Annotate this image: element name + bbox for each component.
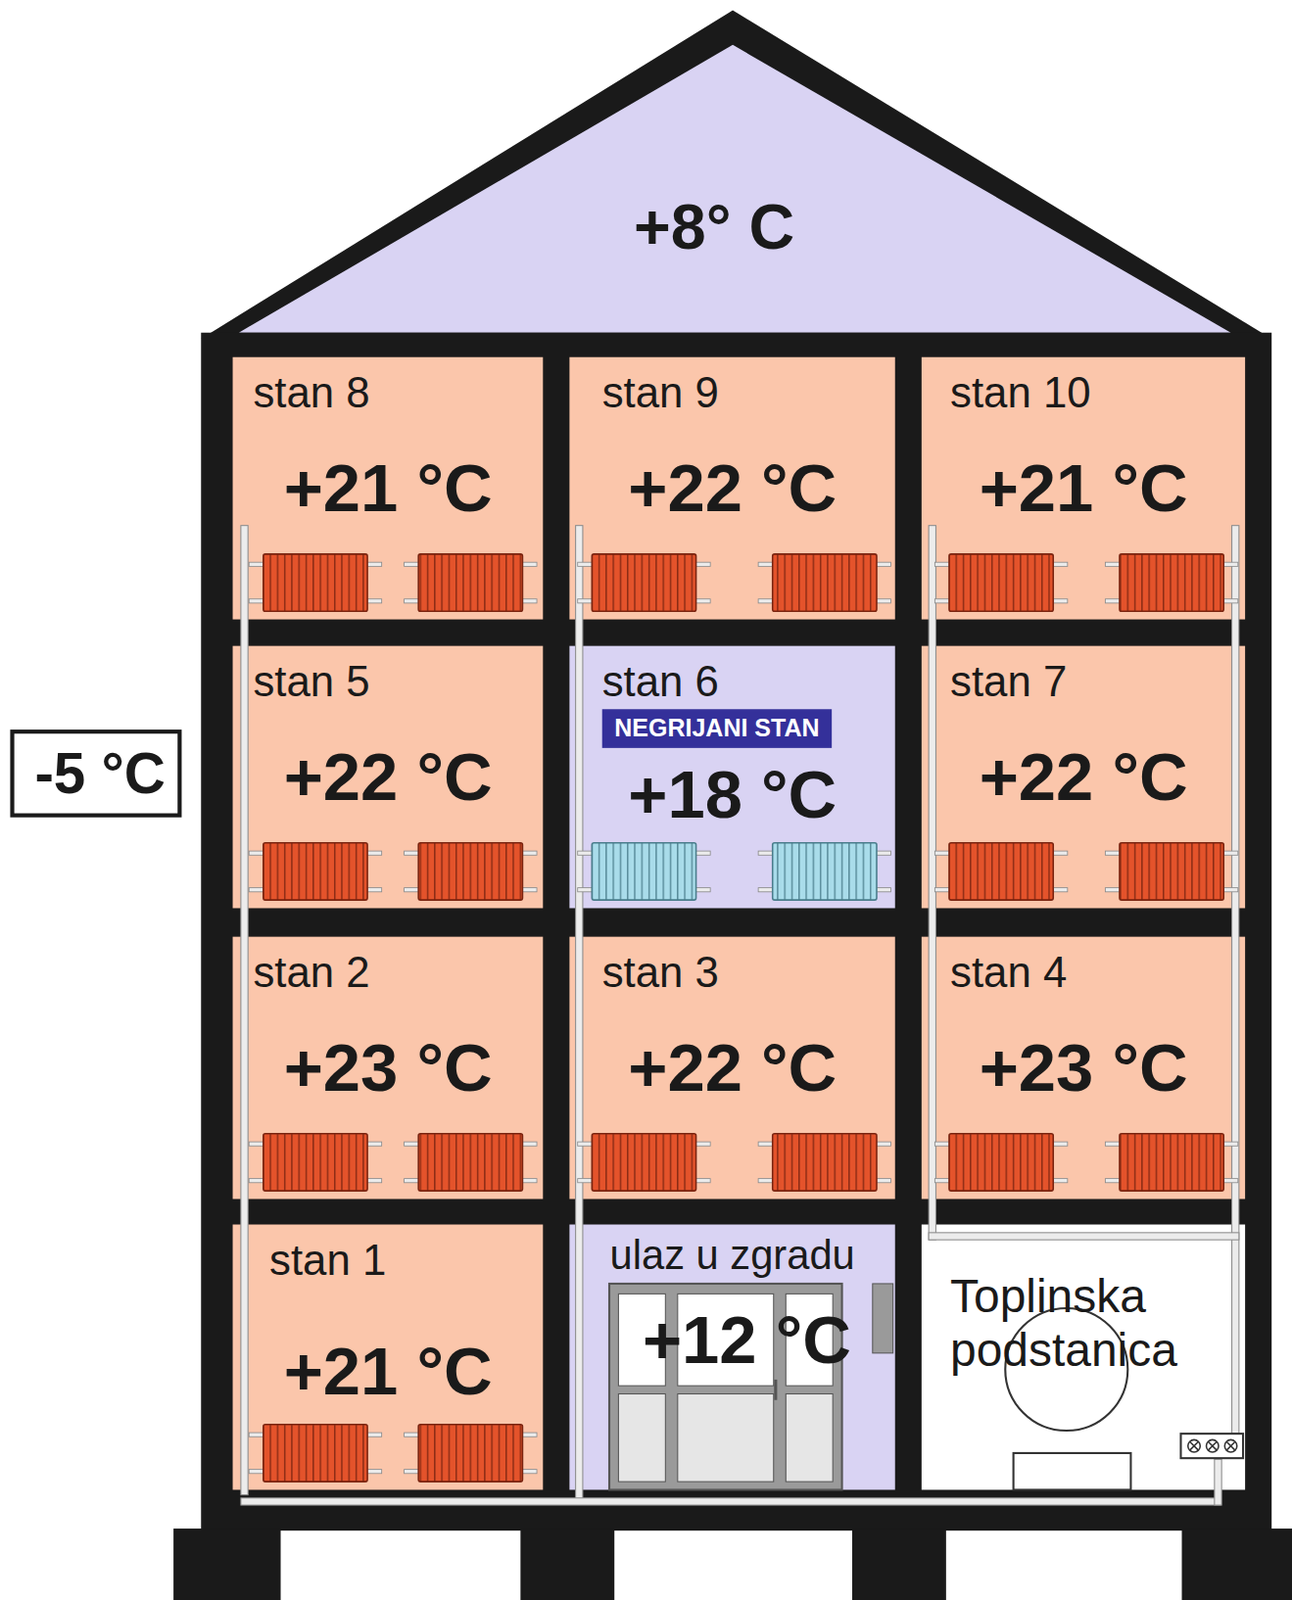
- temperature-label: +21 °C: [284, 454, 493, 523]
- valve-symbol: [1188, 1439, 1201, 1453]
- radiator: [758, 1134, 891, 1192]
- radiator: [1104, 554, 1238, 612]
- radiator: [404, 554, 537, 612]
- temperature-label: +21 °C: [979, 454, 1189, 523]
- radiator: [934, 843, 1067, 901]
- foundation-foot: [1182, 1529, 1292, 1600]
- foundation-foot: [520, 1529, 615, 1600]
- temperature-label: +22 °C: [627, 454, 837, 523]
- substation-equipment: [1004, 1308, 1244, 1490]
- radiator: [758, 554, 891, 612]
- radiator: [934, 554, 1067, 612]
- outside-temp-box: -5 °C: [9, 729, 182, 818]
- radiator: [758, 843, 891, 901]
- room-name: stan 2: [252, 951, 370, 995]
- heating-pipe: [1214, 1459, 1222, 1506]
- room-box: stan 8 +21 °C: [233, 357, 544, 621]
- heating-pipe: [1232, 526, 1240, 1440]
- radiator: [1104, 843, 1238, 901]
- room-name: stan 5: [252, 660, 370, 704]
- temperature-label: +22 °C: [979, 743, 1189, 812]
- radiator: [404, 1425, 537, 1483]
- room-name: stan 9: [602, 371, 719, 415]
- status-badge: NEGRIJANI STAN: [602, 709, 832, 749]
- room-box: stan 2 +23 °C: [233, 937, 544, 1200]
- temperature-label: +23 °C: [979, 1034, 1189, 1102]
- roof-outline: [200, 9, 1272, 339]
- heating-pipe: [928, 1233, 1240, 1241]
- room-box: stan 7 +22 °C: [921, 646, 1245, 910]
- temperature-label: +23 °C: [284, 1034, 493, 1102]
- room-name: ulaz u zgradu: [610, 1235, 856, 1277]
- foundation-foot: [852, 1529, 947, 1600]
- valve-symbol: [1206, 1439, 1220, 1453]
- room-name: Toplinska podstanica: [950, 1269, 1226, 1378]
- room-name: stan 6: [602, 660, 719, 704]
- radiator: [1104, 1134, 1238, 1192]
- heating-pipe: [928, 526, 936, 1241]
- heating-pipe: [575, 526, 583, 1501]
- radiator: [248, 554, 382, 612]
- room-name: stan 4: [950, 951, 1067, 995]
- room-box: stan 6 NEGRIJANI STAN +18 °C: [569, 646, 895, 910]
- room-name: stan 3: [602, 951, 719, 995]
- valve-symbol: [1224, 1439, 1238, 1453]
- radiator: [404, 1134, 537, 1192]
- room-box: stan 3 +22 °C: [569, 937, 895, 1200]
- heating-pipe: [240, 1498, 1221, 1506]
- temperature-label: +12 °C: [642, 1306, 852, 1375]
- room-name: stan 8: [252, 371, 370, 415]
- room-box: ulaz u zgradu +12 °C: [569, 1225, 895, 1491]
- room-box: stan 5 +22 °C: [233, 646, 544, 910]
- radiator: [248, 1134, 382, 1192]
- radiator: [577, 1134, 711, 1192]
- temperature-label: -5 °C: [34, 745, 166, 803]
- room-box: stan 4 +23 °C: [921, 937, 1245, 1200]
- radiator: [577, 843, 711, 901]
- room-box: stan 9 +22 °C: [569, 357, 895, 621]
- temperature-label: +21 °C: [284, 1337, 493, 1405]
- room-box: Toplinska podstanica: [921, 1225, 1245, 1491]
- entrance-door: [609, 1284, 894, 1491]
- attic-box: +8° C: [200, 9, 1272, 333]
- radiator: [248, 843, 382, 901]
- foundation-foot: [173, 1529, 281, 1600]
- room-name: stan 10: [950, 371, 1092, 415]
- radiator: [577, 554, 711, 612]
- room-name: stan 1: [269, 1239, 386, 1283]
- room-box: stan 1 +21 °C: [233, 1225, 544, 1491]
- wall-structure: [200, 333, 1272, 1532]
- temperature-label: +22 °C: [284, 743, 493, 812]
- radiator: [404, 843, 537, 901]
- heating-pipe: [240, 526, 248, 1496]
- room-box: stan 10 +21 °C: [921, 357, 1245, 621]
- temperature-label: +22 °C: [627, 1034, 837, 1102]
- room-name: stan 7: [950, 660, 1067, 704]
- temperature-label: +8° C: [633, 195, 795, 260]
- attic-space: [239, 45, 1232, 334]
- radiator: [248, 1425, 382, 1483]
- temperature-label: +18 °C: [627, 760, 837, 828]
- radiator: [934, 1134, 1067, 1192]
